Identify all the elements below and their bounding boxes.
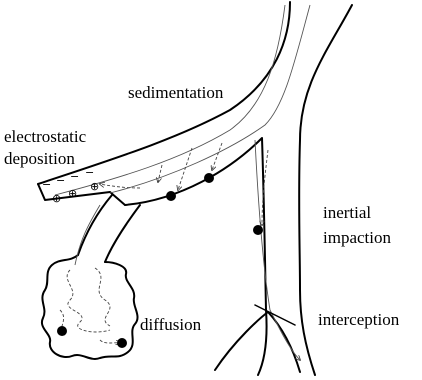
- particle-diffusion-1: [57, 326, 67, 336]
- particle-impaction: [253, 225, 263, 235]
- label-electrostatic: electrostatic: [4, 127, 87, 146]
- positive-charge: ⊕: [90, 180, 99, 193]
- negative-charge: −: [42, 178, 51, 191]
- negative-charge: −: [70, 170, 79, 183]
- label-sedimentation: sedimentation: [128, 83, 224, 102]
- label-interception: interception: [318, 310, 400, 329]
- sedimentation-arrows: [158, 143, 222, 190]
- negative-charge: −: [56, 174, 65, 187]
- particle-sedimentation-1: [166, 191, 176, 201]
- left-tube-lower-2: [105, 205, 140, 262]
- label-deposition: deposition: [4, 149, 75, 168]
- lower-branch-wall: [125, 138, 267, 375]
- label-inertial: inertial: [323, 203, 371, 222]
- left-tube-lower: [78, 195, 112, 255]
- particle-sedimentation-2: [204, 173, 214, 183]
- label-diffusion: diffusion: [140, 315, 202, 334]
- positive-charge: ⊕: [52, 192, 61, 205]
- label-impaction: impaction: [323, 228, 391, 247]
- positive-charge: ⊕: [68, 187, 77, 200]
- negative-charge: −: [85, 166, 94, 179]
- diffusion-paths: [60, 268, 120, 343]
- particle-diffusion-2: [117, 338, 127, 348]
